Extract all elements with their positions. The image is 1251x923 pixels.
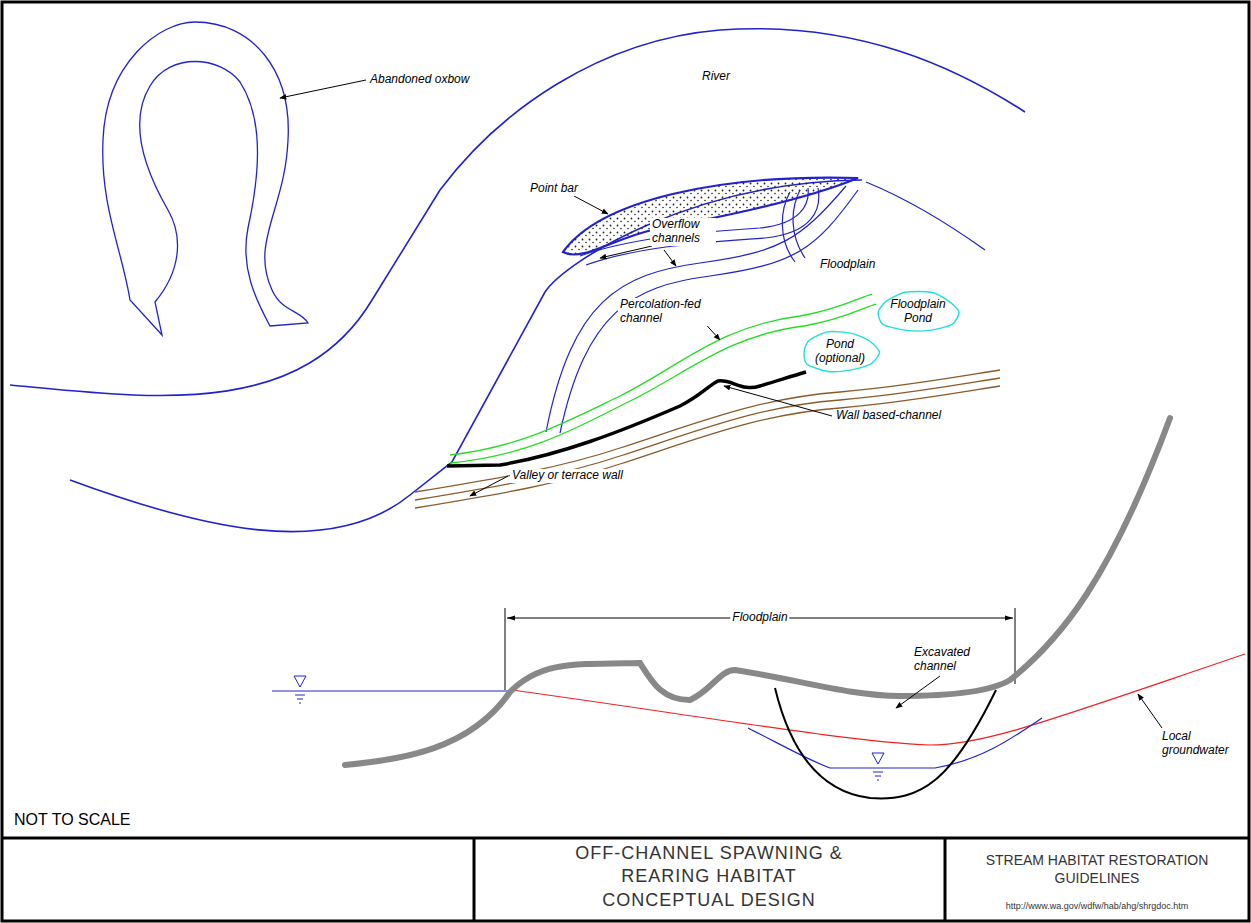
channel-water (748, 718, 1042, 768)
part-label: River (700, 70, 732, 84)
part-label: Floodplain (818, 258, 877, 272)
oxbow-outline (103, 22, 308, 335)
leader-line (470, 476, 508, 496)
part-label: Point bar (528, 182, 580, 196)
overflow-channel (793, 190, 805, 258)
pond-node: Pond (optional) (799, 330, 881, 374)
part-label: Overflow channels (650, 218, 716, 246)
water-surface (272, 691, 514, 692)
overflow-channel (580, 188, 808, 256)
overflow-channel (586, 188, 819, 265)
percolation-channel (450, 304, 876, 463)
water-tick (295, 695, 305, 696)
pond-node: Floodplain Pond (875, 290, 961, 334)
title-block-text: STREAM HABITAT RESTORATION GUIDELINES (982, 852, 1212, 887)
part-label: Abandoned oxbow (368, 73, 471, 87)
leader-line (280, 80, 366, 98)
excavated-channel (775, 688, 996, 798)
pond-label: Floodplain Pond (887, 298, 949, 326)
part-label: Percolation-fed channel (618, 298, 708, 326)
river-bank (70, 180, 862, 532)
part-label: Wall based-channel (834, 409, 943, 423)
pond-shape (804, 332, 879, 372)
water-symbol (294, 676, 306, 703)
note: NOT TO SCALE (12, 811, 132, 829)
dimension-label: Floodplain (730, 611, 789, 625)
water-triangle (294, 676, 306, 687)
valley-wall (415, 378, 1000, 500)
part-label: Excavated channel (912, 646, 978, 674)
water-tick (875, 776, 881, 777)
part-label: Valley or terrace wall (510, 469, 625, 483)
leader-line (724, 386, 832, 416)
water-symbol (872, 753, 884, 780)
groundwater-line (512, 654, 1245, 745)
ground-profile (345, 418, 1170, 765)
leader-line (600, 246, 652, 258)
drawing-title: OFF-CHANNEL SPAWNING & REARING HABITAT C… (559, 842, 859, 912)
water-tick (877, 780, 879, 781)
pond-label: Pond (optional) (811, 338, 869, 366)
leader-line (664, 250, 676, 266)
wall-based-channel (447, 372, 806, 466)
title-block-line (944, 838, 947, 921)
title-block-url: http://www.wa.gov/wdfw/hab/ahg/shrgdoc.h… (1006, 901, 1189, 912)
dimension-extension (505, 608, 506, 690)
leader-line (896, 676, 940, 708)
leader-line (1138, 694, 1162, 728)
part-label: Local groundwater (1160, 730, 1244, 758)
title-block-line (473, 838, 476, 921)
river-bank (10, 29, 1025, 396)
valley-wall (415, 386, 1000, 508)
title-block-line (2, 837, 1249, 840)
water-tick (299, 703, 301, 704)
leader-line (574, 196, 608, 214)
overflow-channel (560, 190, 858, 433)
water-triangle (872, 753, 884, 764)
water-tick (873, 772, 883, 773)
water-tick (297, 699, 303, 700)
river-bank (866, 182, 985, 250)
pond-shape (878, 292, 959, 331)
valley-wall (415, 370, 1000, 492)
percolation-channel (450, 294, 872, 455)
